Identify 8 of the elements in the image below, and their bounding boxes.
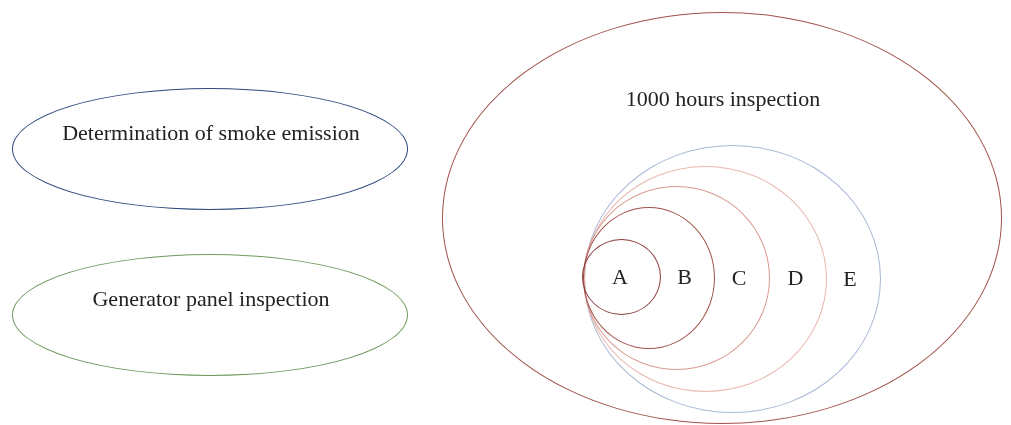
node-label: B — [676, 263, 693, 291]
node-label: Generator panel inspection — [91, 285, 331, 313]
node-label: C — [730, 263, 748, 292]
node-label: D — [786, 264, 805, 292]
node-label: Determination of smoke emission — [61, 119, 361, 147]
node-label: 1000 hours inspection — [624, 85, 822, 113]
node-label: E — [842, 264, 858, 293]
node-label: A — [611, 262, 629, 291]
